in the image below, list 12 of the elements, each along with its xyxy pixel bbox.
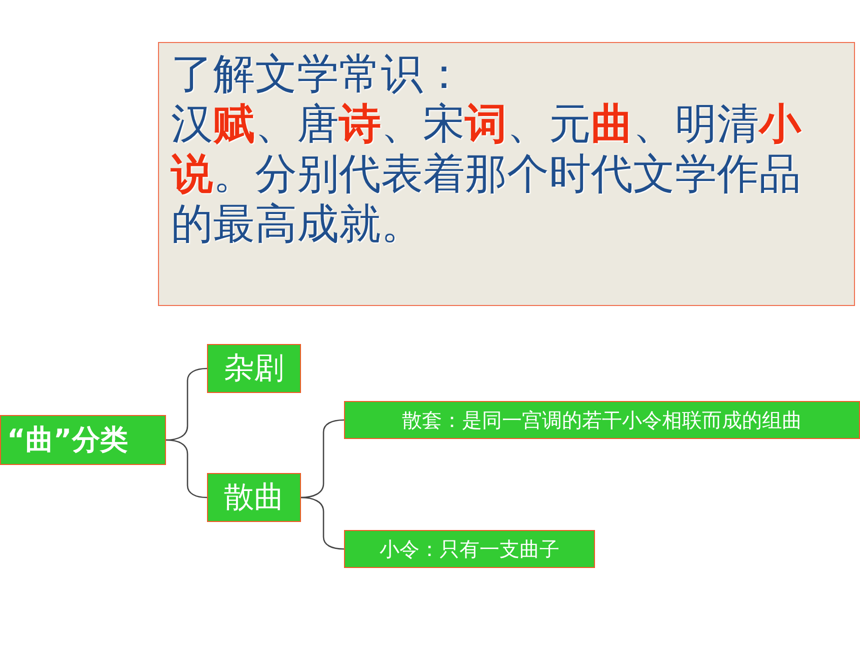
category-box: 杂剧 <box>207 344 301 393</box>
brace-connector <box>166 368 208 441</box>
brace-connector <box>300 496 344 550</box>
info-box <box>158 42 855 306</box>
brace-connector <box>166 439 208 498</box>
definition-box: 小令：只有一支曲子 <box>344 530 595 568</box>
heading-text: 了解文学常识： <box>171 49 466 99</box>
body-text: 汉赋、唐诗、宋词、元曲、明清小说。分别代表着那个时代文学作品的最高成就。 <box>171 99 802 249</box>
category-box: “曲”分类 <box>0 415 166 465</box>
category-box: 散曲 <box>207 473 301 522</box>
definition-box: 散套：是同一宫调的若干小令相联而成的组曲 <box>344 401 860 439</box>
brace-connector <box>300 419 344 498</box>
